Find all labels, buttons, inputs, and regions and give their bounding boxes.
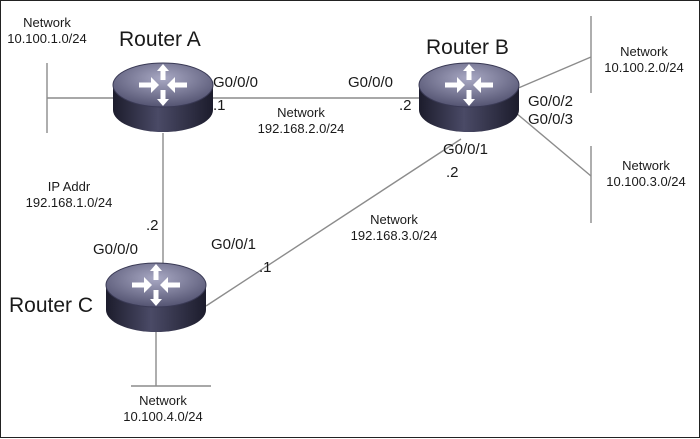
router-b-g002-interface: G0/0/2 [528,93,574,110]
router-c-g001-interface: G0/0/1 [211,236,257,253]
network-links [46,16,592,387]
router-c-name: Router C [9,294,94,317]
router-b-name: Router B [426,36,509,59]
network-b-lan1-label: Network 10.100.2.0/24 [596,44,692,75]
link-router-b-to-lan3 [515,112,592,177]
network-subnet: 192.168.2.0/24 [257,120,345,136]
network-ac-label: IP Addr 192.168.1.0/24 [19,179,119,210]
network-ab-label: Network 192.168.2.0/24 [246,105,356,136]
network-subnet: 10.100.3.0/24 [606,173,686,189]
router-b-g001-interface: G0/0/1 [443,141,489,158]
router-a-name: Router A [119,28,201,51]
network-label: Network [139,393,187,408]
network-label: Network [23,15,71,30]
router-a-g000-interface: G0/0/0 [213,74,259,91]
network-subnet: 192.168.1.0/24 [25,194,113,210]
router-c-g001-host: .1 [259,259,272,276]
router-b-g000-host: .2 [399,97,412,114]
network-label: Network [370,212,418,227]
network-subnet: 10.100.2.0/24 [604,59,684,75]
link-router-b-to-lan2 [515,56,592,90]
network-label: IP Addr [47,179,91,194]
router-a-icon[interactable] [112,62,214,132]
link-router-b-to-c [205,138,462,307]
router-a-g000-host: .1 [213,97,226,114]
network-label: Network [277,105,325,120]
router-c-g000-host: .2 [146,217,159,234]
network-label: Network [620,44,668,59]
network-bc-label: Network 192.168.3.0/24 [339,212,449,243]
network-c-lan-label: Network 10.100.4.0/24 [113,393,213,424]
router-b-icon[interactable] [418,62,520,132]
network-b-lan2-label: Network 10.100.3.0/24 [598,158,694,189]
network-subnet: 10.100.4.0/24 [123,408,203,424]
router-b-g000-interface: G0/0/0 [348,74,394,91]
router-b-g001-host: .2 [446,164,459,181]
network-a-lan-label: Network 10.100.1.0/24 [7,15,87,46]
network-subnet: 10.100.1.0/24 [7,30,87,46]
router-b-g003-interface: G0/0/3 [528,111,574,128]
network-subnet: 192.168.3.0/24 [350,227,438,243]
router-c-icon[interactable] [105,262,207,332]
router-c-g000-interface: G0/0/0 [93,241,139,258]
network-label: Network [622,158,670,173]
